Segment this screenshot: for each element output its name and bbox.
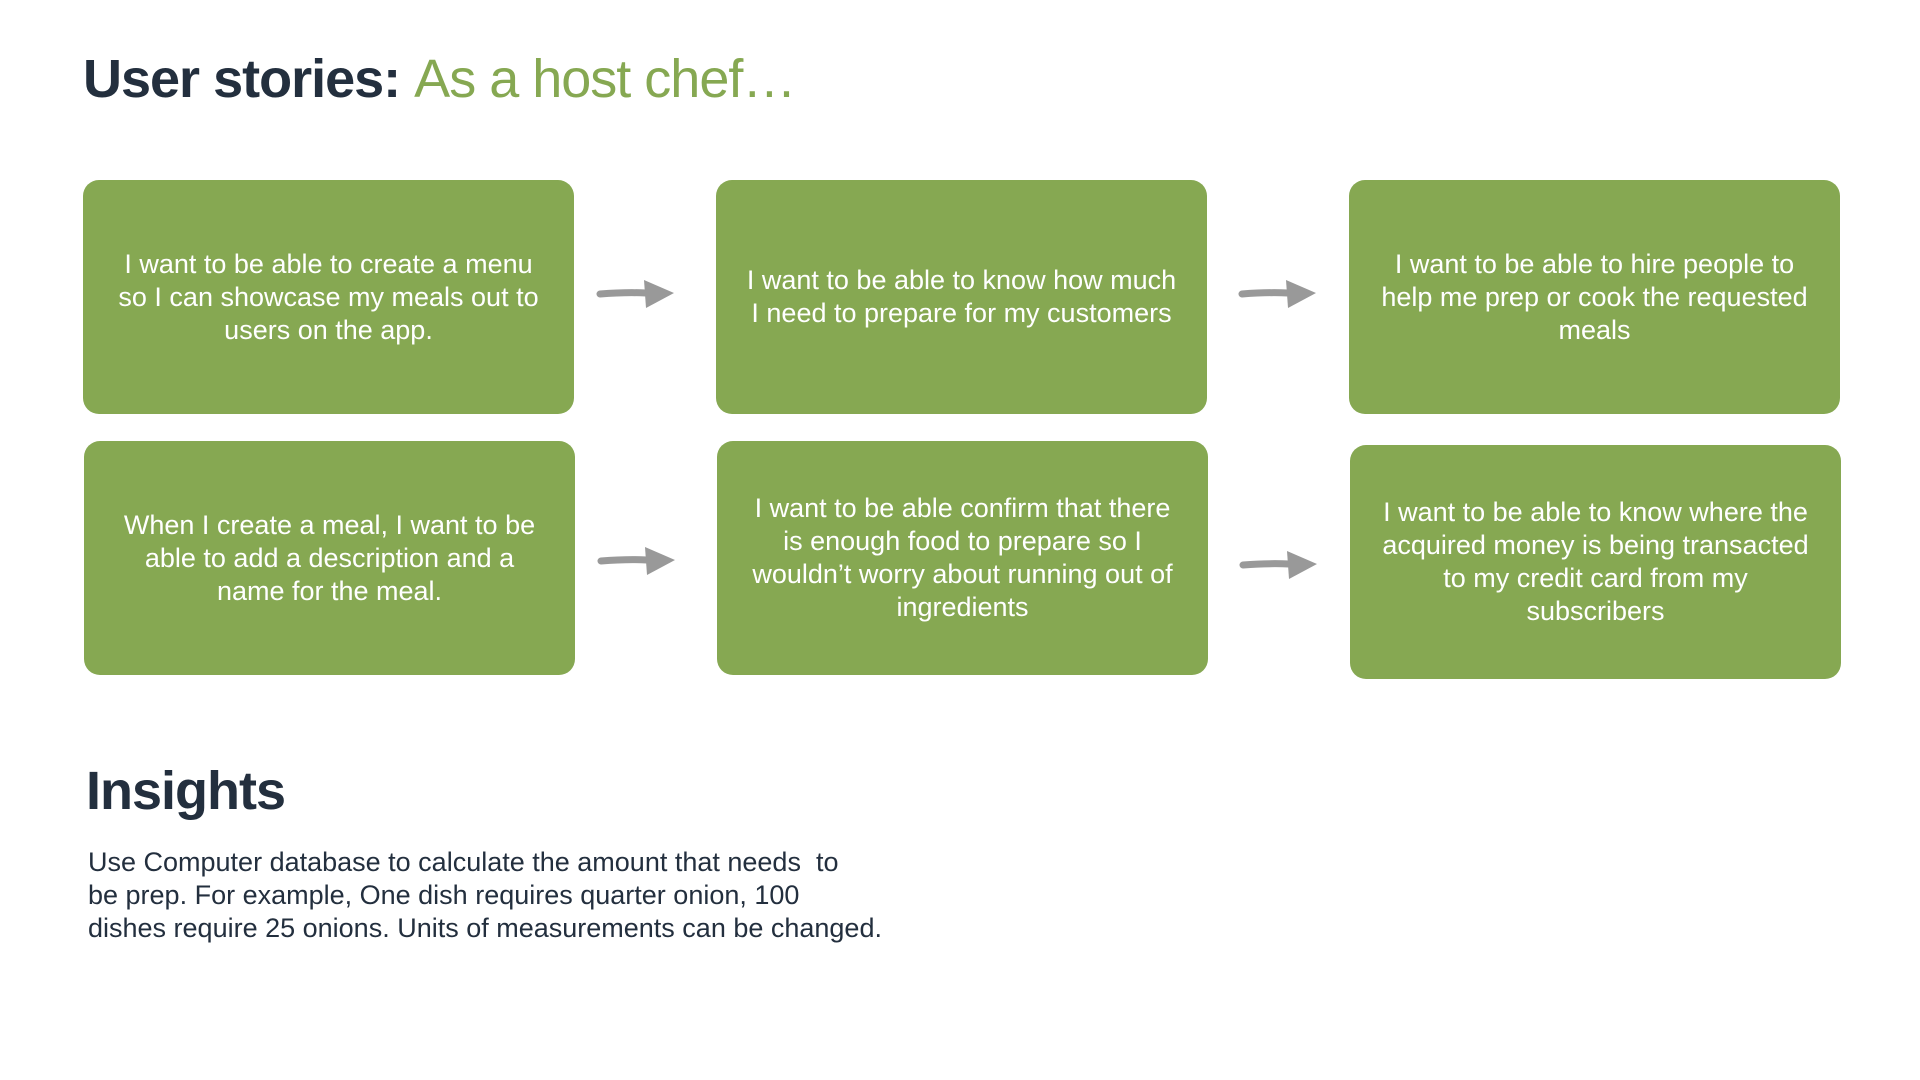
story-card-1: I want to be able to create a menu so I … bbox=[83, 180, 574, 414]
insights-line: dishes require 25 onions. Units of measu… bbox=[88, 913, 882, 943]
arrow-right-icon bbox=[596, 280, 674, 308]
story-text: I want to be able to hire people to help… bbox=[1381, 248, 1808, 345]
page-title: User stories: As a host chef… bbox=[83, 44, 796, 114]
insights-body: Use Computer database to calculate the a… bbox=[88, 846, 968, 945]
story-text: I want to be able to know how much I nee… bbox=[746, 265, 1177, 328]
story-text: I want to be able confirm that there is … bbox=[752, 493, 1173, 622]
story-card-2: I want to be able to know how much I nee… bbox=[716, 180, 1207, 414]
story-text: When I create a meal, I want to be able … bbox=[123, 509, 536, 606]
story-card-6: I want to be able to know where the acqu… bbox=[1350, 445, 1841, 679]
story-card-3: I want to be able to hire people to help… bbox=[1349, 180, 1840, 414]
title-prefix: User stories: bbox=[83, 49, 401, 109]
story-card-4: When I create a meal, I want to be able … bbox=[84, 441, 575, 675]
story-text: I want to be able to know where the acqu… bbox=[1382, 497, 1809, 626]
arrow-right-icon bbox=[1239, 551, 1317, 579]
title-suffix: As a host chef… bbox=[414, 49, 796, 109]
insights-heading: Insights bbox=[86, 761, 286, 821]
story-card-5: I want to be able confirm that there is … bbox=[717, 441, 1208, 675]
story-text: I want to be able to create a menu so I … bbox=[118, 248, 539, 345]
insights-line: Use Computer database to calculate the a… bbox=[88, 847, 839, 877]
arrow-right-icon bbox=[597, 547, 675, 575]
insights-line: be prep. For example, One dish requires … bbox=[88, 880, 800, 910]
arrow-right-icon bbox=[1238, 280, 1316, 308]
